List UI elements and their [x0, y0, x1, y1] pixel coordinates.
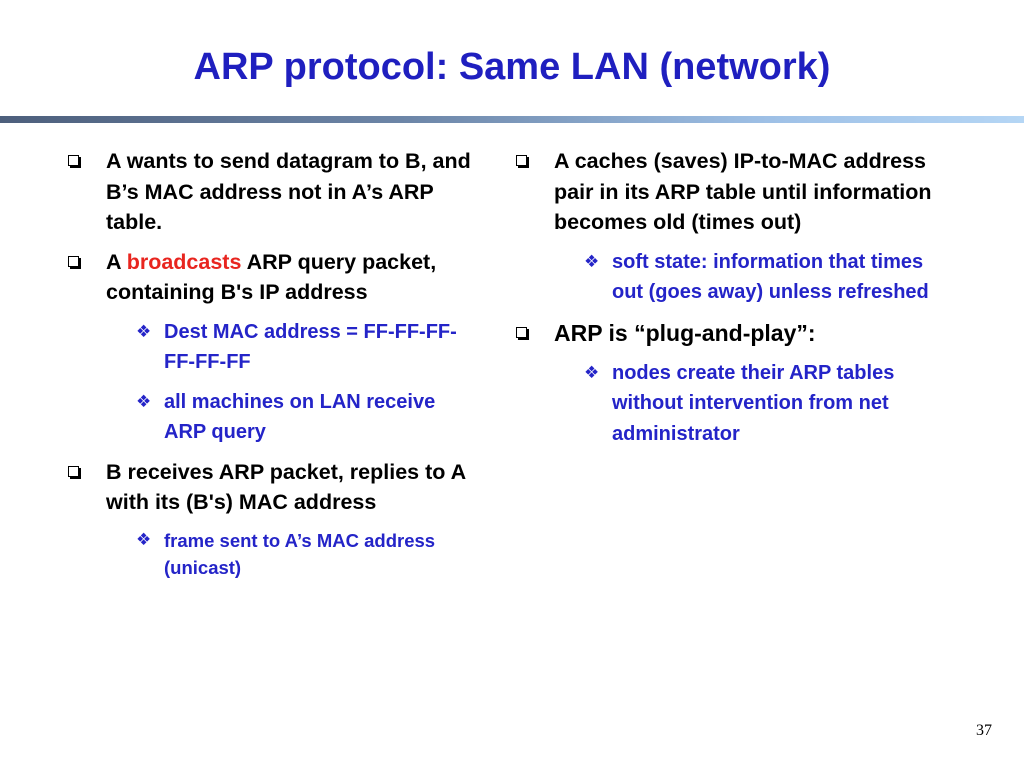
sub-bullet-item: ❖ nodes create their ARP tables without … — [516, 358, 936, 450]
square-bullet-icon — [68, 155, 79, 166]
star-bullet-icon: ❖ — [136, 529, 152, 550]
bullet-text: B receives ARP packet, replies to A with… — [106, 459, 466, 515]
bullet-text-suffix: ARP query packet, containing B's IP addr… — [106, 249, 437, 305]
sub-bullet-text: all machines on LAN receive ARP query — [164, 390, 436, 444]
square-bullet-icon — [516, 326, 527, 338]
left-column: A wants to send datagram to B, and B’s M… — [68, 146, 478, 590]
title-divider — [0, 116, 1024, 123]
bullet-text: ARP is “plug-and-play”: — [554, 319, 816, 346]
sub-bullet-text: frame sent to A’s MAC address (unicast) — [164, 529, 436, 578]
star-bullet-icon: ❖ — [584, 362, 600, 383]
highlight-broadcasts: broadcasts — [126, 249, 242, 274]
bullet-text: A caches (saves) IP-to-MAC address pair … — [554, 149, 932, 234]
bullet-text-prefix: A — [106, 249, 127, 274]
square-bullet-icon — [68, 255, 79, 267]
sub-bullet-item: ❖ Dest MAC address = FF-FF-FF-FF-FF-FF — [68, 317, 478, 378]
sub-bullet-item: ❖ soft state: information that times out… — [516, 247, 936, 308]
square-bullet-icon — [516, 155, 527, 166]
slide-title: ARP protocol: Same LAN (network) — [193, 46, 831, 88]
bullet-text: A wants to send datagram to B, and B’s M… — [106, 149, 471, 234]
star-bullet-icon: ❖ — [584, 251, 600, 272]
bullet-item: A caches (saves) IP-to-MAC address pair … — [516, 146, 936, 238]
bullet-item: ARP is “plug-and-play”: — [516, 317, 936, 349]
sub-bullet-text: Dest MAC address = FF-FF-FF-FF-FF-FF — [164, 320, 457, 374]
bullet-item: A broadcasts ARP query packet, containin… — [68, 247, 478, 308]
page-number: 37 — [976, 722, 992, 739]
bullet-item: A wants to send datagram to B, and B’s M… — [68, 146, 478, 238]
sub-bullet-text: soft state: information that times out (… — [612, 250, 929, 304]
sub-bullet-item: ❖ frame sent to A’s MAC address (unicast… — [68, 527, 478, 581]
bullet-item: B receives ARP packet, replies to A with… — [68, 457, 478, 518]
right-column: A caches (saves) IP-to-MAC address pair … — [516, 146, 936, 458]
sub-bullet-item: ❖ all machines on LAN receive ARP query — [68, 387, 478, 448]
star-bullet-icon: ❖ — [136, 391, 152, 412]
sub-bullet-text: nodes create their ARP tables without in… — [612, 361, 895, 445]
square-bullet-icon — [68, 465, 79, 477]
star-bullet-icon: ❖ — [136, 321, 152, 342]
